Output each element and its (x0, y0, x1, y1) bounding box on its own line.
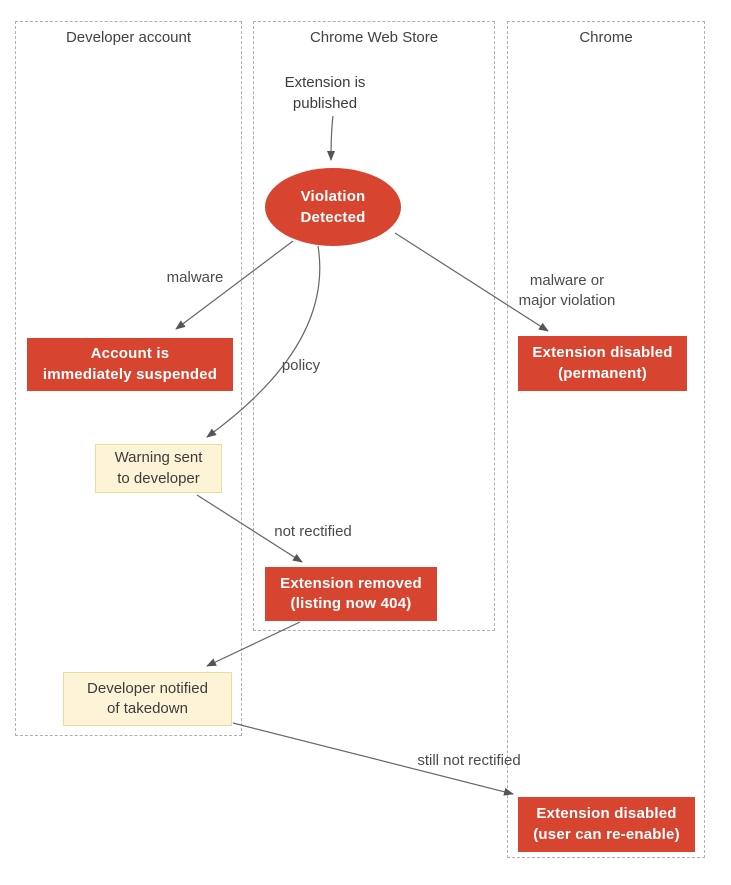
lane-title-developer-account: Developer account (65, 29, 192, 46)
edge-label-malware-or-major-violation: malware or major violation (518, 272, 616, 310)
node-account-suspended: Account is immediately suspended (27, 338, 233, 391)
start-label-extension-published: Extension is published (284, 74, 366, 112)
node-developer-notified: Developer notified of takedown (63, 672, 232, 726)
lane-title-chrome-web-store: Chrome Web Store (309, 29, 439, 46)
node-warning-sent: Warning sent to developer (95, 444, 222, 493)
edge-label-malware: malware (166, 269, 224, 286)
node-extension-disabled-permanent: Extension disabled (permanent) (518, 336, 687, 391)
node-extension-disabled-reenable: Extension disabled (user can re-enable) (518, 797, 695, 852)
node-violation-detected: Violation Detected (265, 168, 401, 246)
node-extension-removed: Extension removed (listing now 404) (265, 567, 437, 621)
edge-label-policy: policy (281, 357, 321, 374)
lane-title-chrome: Chrome (579, 29, 633, 46)
edge-label-still-not-rectified: still not rectified (417, 752, 521, 769)
edge-label-not-rectified: not rectified (274, 523, 352, 540)
lane-chrome: Chrome (507, 21, 705, 858)
